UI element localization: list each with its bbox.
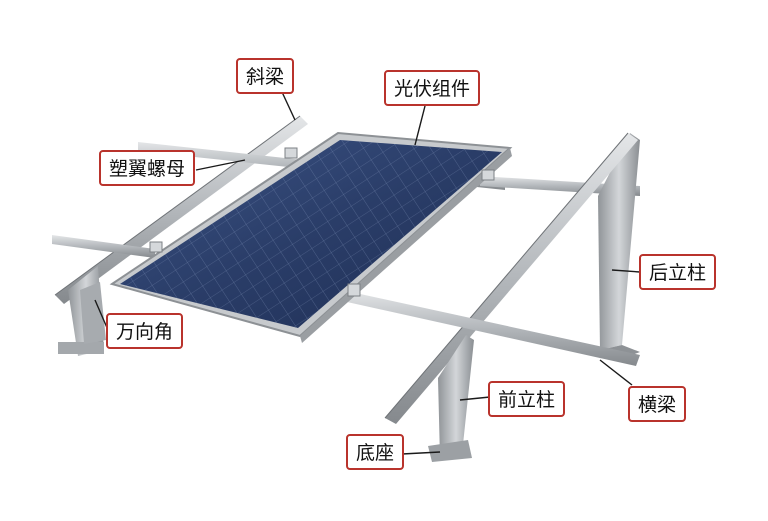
- cross-beam-lower: [52, 235, 640, 366]
- label-inclined-beam: 斜梁: [236, 58, 295, 94]
- universal-angle-assembly: [80, 282, 106, 344]
- inclined-beam-right: [384, 132, 638, 424]
- label-base: 底座: [346, 434, 405, 470]
- front-column-assembly: [428, 335, 474, 462]
- label-front-column: 前立柱: [488, 381, 566, 417]
- panel-clamps: [149, 147, 495, 297]
- label-rear-column: 后立柱: [639, 254, 717, 290]
- pv-module-panel: [109, 131, 513, 343]
- label-pv-module: 光伏组件: [384, 70, 481, 106]
- label-plastic-wing-nut: 塑翼螺母: [99, 150, 196, 186]
- inclined-beam-rear: [54, 115, 308, 304]
- label-cross-beam: 横梁: [628, 386, 687, 422]
- label-universal-angle: 万向角: [106, 313, 184, 349]
- leader-lines: [94, 91, 641, 455]
